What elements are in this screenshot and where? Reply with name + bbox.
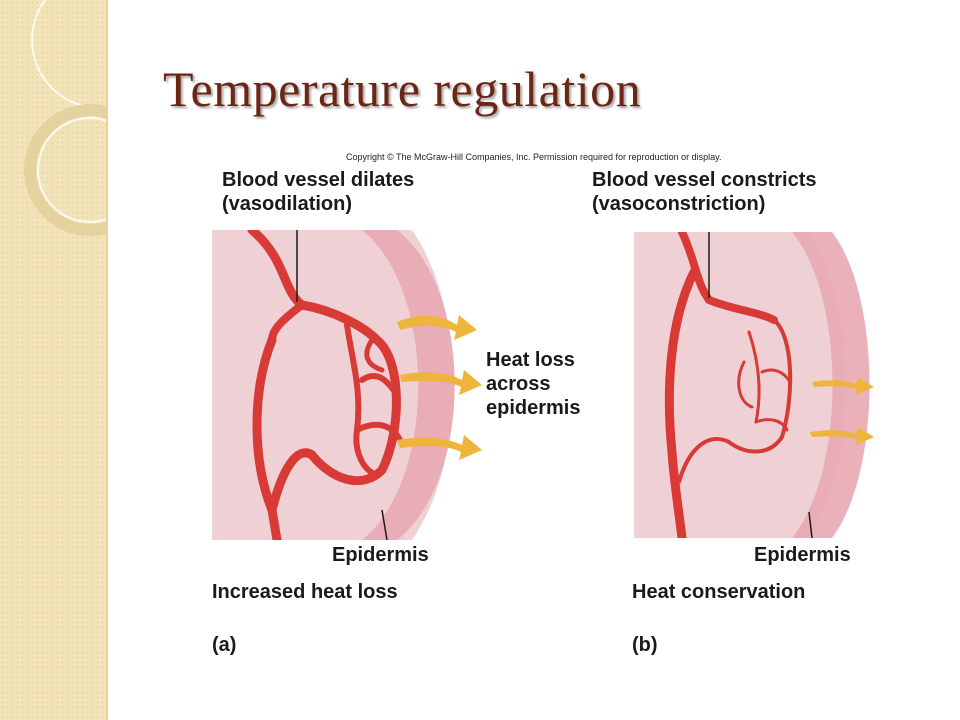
decorative-circles [24, 0, 106, 236]
panel-b-epidermis-pointer [808, 511, 813, 538]
copyright-notice: Copyright © The McGraw-Hill Companies, I… [346, 152, 722, 162]
panel-a-vessels [247, 230, 403, 540]
panel-b-heat-arrows [810, 377, 874, 445]
panel-b-heading: Blood vessel constricts (vasoconstrictio… [592, 168, 817, 216]
panel-a-heading-line2: (vasodilation) [222, 193, 353, 215]
panel-b-caption: Heat conservation [632, 581, 806, 603]
heat-loss-line1: Heat loss [486, 349, 575, 371]
panel-b-epidermis-label: Epidermis [754, 544, 851, 566]
panel-a-heat-loss-label: Heat loss across epidermis [486, 348, 580, 420]
panel-a-epidermis-label: Epidermis [332, 544, 429, 566]
panel-a-caption: Increased heat loss [212, 581, 398, 603]
panel-b-epidermis-layer [792, 232, 870, 538]
slide-title: Temperature regulation [163, 61, 642, 117]
panel-b-diagram [634, 232, 880, 538]
panel-a-epidermis-pointer [381, 509, 388, 540]
panel-a-dermis [212, 230, 454, 540]
panel-a-epidermis-layer [362, 230, 455, 540]
panel-b-heading-line1: Blood vessel constricts [592, 169, 817, 191]
panel-b-vessels [664, 232, 793, 538]
panel-b-letter: (b) [632, 634, 658, 656]
panel-a-diagram [212, 230, 552, 540]
panel-a-heading: Blood vessel dilates (vasodilation) [222, 168, 414, 216]
panel-a-letter: (a) [212, 634, 237, 656]
heat-loss-line3: epidermis [486, 397, 581, 419]
panel-a-heading-line1: Blood vessel dilates [222, 169, 415, 191]
heat-loss-line2: across [486, 373, 551, 395]
panel-a-heat-arrows [397, 315, 482, 460]
decorative-sidebar [0, 0, 108, 720]
panel-b-heading-line2: (vasoconstriction) [592, 193, 766, 215]
